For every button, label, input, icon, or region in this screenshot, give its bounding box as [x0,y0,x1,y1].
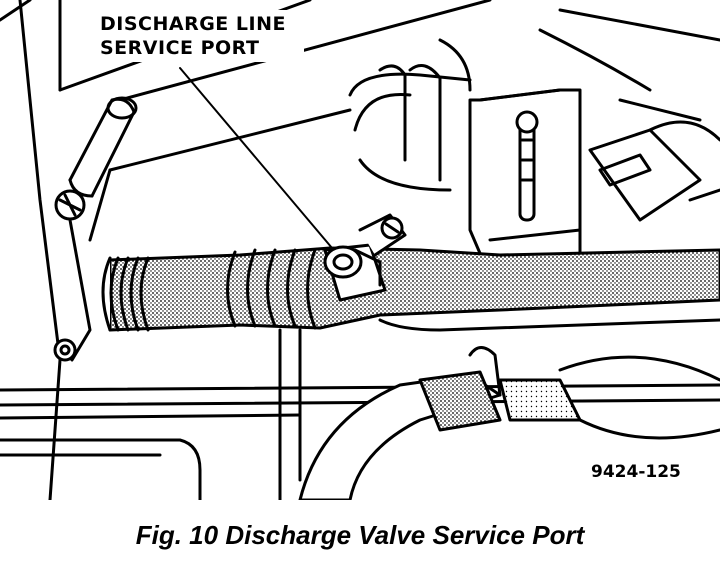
strap-bracket [468,88,582,302]
callout-leader-line [179,67,333,249]
figure-id: 9424-125 [588,462,684,482]
service-port [323,213,407,302]
callout-line-2: SERVICE PORT [100,37,260,59]
engine-bay-illustration [0,0,720,500]
figure-caption: Fig. 10 Discharge Valve Service Port [135,520,585,550]
callout-label: DISCHARGE LINE SERVICE PORT [96,10,304,62]
lower-frame [0,318,720,500]
electrical-connector [588,98,720,222]
wiring-harness [348,8,720,192]
discharge-hose [101,246,720,332]
callout-line-1: DISCHARGE LINE [100,13,286,35]
suction-hose [298,346,720,500]
mount-bracket [53,96,138,362]
